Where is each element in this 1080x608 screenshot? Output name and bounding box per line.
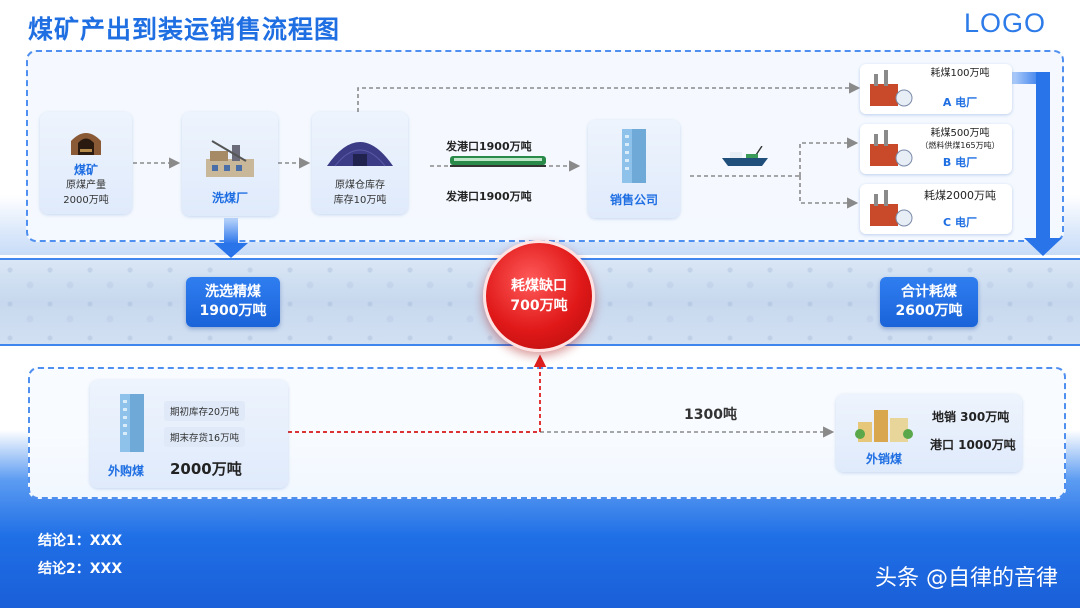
wash-plant-name: 洗煤厂 [211,191,248,205]
closing-stock-tag: 期末存货16万吨 [164,427,246,447]
purchased-coal-card: 期初库存20万吨 期末存货16万吨 外购煤 2000万吨 [90,380,288,488]
warehouse-card: 原煤仓库存 库存10万吨 [312,112,408,214]
mine-icon [71,133,101,155]
dome-warehouse-icon [327,142,393,167]
warehouse-label: 原煤仓库存 [335,180,385,191]
sales-company-name: 销售公司 [609,193,658,207]
ship-to-plants-branch [799,137,859,209]
conclusion-1: 结论1：XXX [38,533,123,549]
factory-icon [206,140,254,177]
washed-coal-label: 洗选精煤 [205,284,261,300]
rail-label-bottom: 发港口1900万吨 [446,190,532,203]
mine-output-value: 2000万吨 [63,195,109,206]
power-plant-icon [870,190,913,227]
conclusion-2: 结论2：XXX [38,561,123,577]
page-title: 煤矿产出到装运销售流程图 [28,15,341,44]
power-plant-a-card: 耗煤100万吨 A 电厂 [860,64,1012,114]
power-plant-b-consumption: 耗煤500万吨 （燃料供煤165万吨） [914,128,1006,152]
purchased-coal-amount: 2000万吨 [170,460,242,478]
mine-name: 煤矿 [73,163,98,177]
port-sales-value: 港口 1000万吨 [930,438,1016,452]
power-plant-c-card: 耗煤2000万吨 C 电厂 [860,184,1012,234]
train-icon [450,156,546,167]
watermark: 头条 @自律的音律 [875,566,1058,591]
coal-gap-label: 耗煤缺口 [511,278,567,294]
power-plant-a-name: A 电厂 [942,96,978,109]
coal-gap-circle: 耗煤缺口 700万吨 [483,240,595,352]
mine-card: 煤矿 原煤产量 2000万吨 [40,112,132,214]
sales-company-card: 销售公司 [588,120,680,218]
warehouse-stock: 库存10万吨 [333,195,387,206]
local-sales-value: 地销 300万吨 [932,410,1010,424]
logo: LOGO [963,8,1046,38]
purchase-to-gap-arrow [288,354,547,433]
plants-total-arrow [1010,72,1062,256]
warehouse-to-plant-a-arrow [357,82,861,112]
power-plant-c-name: C 电厂 [943,216,977,229]
power-plant-b-card: 耗煤500万吨 （燃料供煤165万吨） B 电厂 [860,124,1012,174]
purchased-coal-name: 外购煤 [108,464,145,478]
power-plant-b-consumption-main: 耗煤500万吨 [930,128,990,139]
power-plant-b-consumption-note: （燃料供煤165万吨） [920,141,1000,150]
total-consumption-pill: 合计耗煤 2600万吨 [880,277,978,327]
wash-down-arrow [214,218,248,258]
total-consumption-value: 2600万吨 [895,303,963,319]
cargo-ship-icon [722,146,768,166]
washed-coal-value: 1900万吨 [199,303,267,319]
export-coal-name: 外销煤 [866,452,903,466]
opening-stock-tag: 期初库存20万吨 [164,401,246,421]
power-plant-a-consumption: 耗煤100万吨 [930,68,990,79]
mine-output-label: 原煤产量 [66,180,106,191]
washed-coal-pill: 洗选精煤 1900万吨 [186,277,280,327]
export-coal-card: 外销煤 地销 300万吨 港口 1000万吨 [836,394,1022,472]
power-plant-icon [870,70,913,107]
office-building-icon [120,394,144,452]
office-building-icon [622,129,646,183]
rail-label-top: 发港口1900万吨 [446,140,532,153]
flow-volume-label: 1300吨 [684,407,737,423]
power-plant-icon [870,130,913,167]
power-plant-c-consumption: 耗煤2000万吨 [924,189,996,202]
coal-gap-value: 700万吨 [510,298,568,314]
wash-plant-card: 洗煤厂 [182,112,278,216]
power-plant-b-name: B 电厂 [942,156,978,169]
town-buildings-icon [855,410,913,442]
total-consumption-label: 合计耗煤 [901,284,957,300]
